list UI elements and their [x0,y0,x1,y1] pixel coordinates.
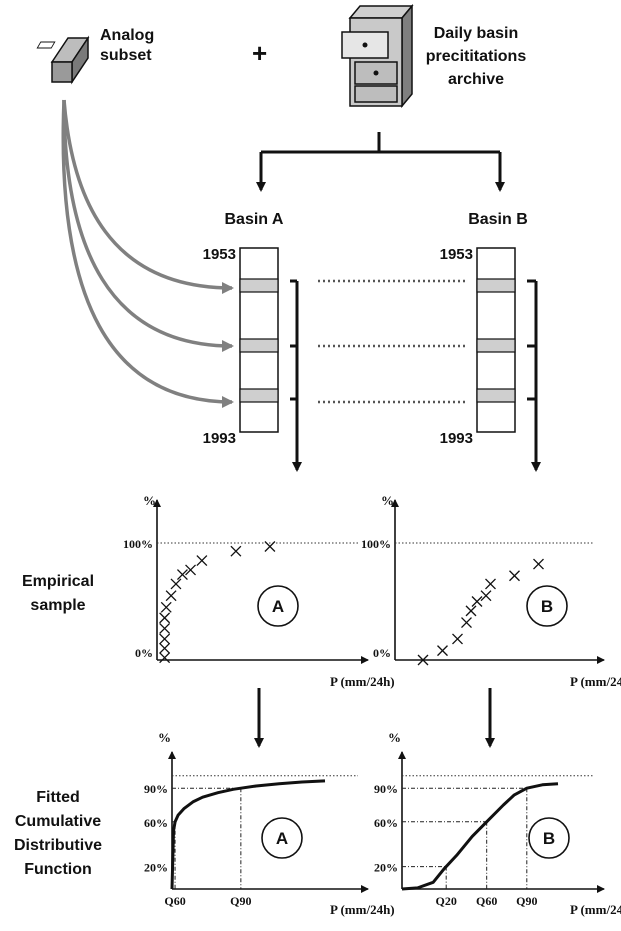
ytick-label-100: 100% [123,537,153,551]
data-point-3 [453,634,463,644]
chart-panels: % P (mm/24h) 100% 0% A% P (mm/24h) 100% 0% B% P (… [123,493,621,917]
xtick-label-Q90: Q90 [230,894,251,908]
ytick-label-90: 90% [144,782,168,796]
data-point-8 [486,579,496,589]
data-point-12 [231,546,241,556]
basin-a-band-3 [240,389,278,402]
xtick-label-Q60: Q60 [476,894,497,908]
basin-b-year-start: 1953 [440,246,473,263]
basin-a-title: Basin A [225,211,284,228]
archive-label-line1: Daily basin [434,25,518,42]
row-label-fitted-line4: Function [24,861,92,878]
chart-panel-1: % P (mm/24h) 100% 0% A [123,493,395,689]
chart-panel-4: % P (mm/24h) 20% 60% 90% Q20 Q60 Q90 B [374,730,621,917]
basin-b-record-column [477,248,515,432]
plus-sign: + [252,38,267,68]
archive-cabinet-icon [342,6,412,106]
ytick-label-0: 0% [135,646,153,660]
x-axis-label: P (mm/24h) [330,674,395,689]
data-point-9 [510,571,520,581]
ytick-label-60: 60% [374,816,398,830]
panel-circle-label: A [272,597,284,616]
split-connector [261,132,500,190]
data-point-3 [160,634,170,644]
data-point-5 [466,606,476,616]
archive-label-line3: archive [448,71,504,88]
archive-label-line2: precititations [426,48,527,65]
chart-panel-2: % P (mm/24h) 100% 0% B [361,493,621,689]
data-point-11 [197,556,207,566]
data-point-10 [534,559,544,569]
xtick-label-Q60: Q60 [164,894,185,908]
panel-circle-label: B [543,829,555,848]
data-point-7 [481,591,491,601]
row-label-fitted-line1: Fitted [36,789,80,806]
basin-a-record-column [240,248,278,432]
row-transition-arrows [259,688,490,746]
xtick-label-Q20: Q20 [436,894,457,908]
row-label-empirical-line2: sample [30,597,85,614]
basin-b-bracket [527,281,536,470]
data-point-6 [472,597,482,607]
dotted-link-lines [318,281,468,402]
ytick-label-20: 20% [374,861,398,875]
x-axis-label: P (mm/24h) [570,674,621,689]
analog-label-line1: Analog [100,27,154,44]
basin-a-band-2 [240,339,278,352]
data-point-2 [160,643,170,653]
data-point-4 [160,623,170,633]
y-axis-label: % [143,493,156,508]
ytick-label-100: 100% [361,537,391,551]
row-label-fitted-line3: Distributive [14,837,102,854]
basin-a-year-end: 1993 [203,430,236,447]
basin-b-band-3 [477,389,515,402]
y-axis-label: % [158,730,171,745]
ytick-label-60: 60% [144,816,168,830]
x-axis-label: P (mm/24h) [570,902,621,917]
data-point-2 [438,646,448,656]
analog-subset-icon [37,38,88,82]
basin-a-bracket [290,281,297,470]
data-point-5 [160,613,170,623]
panel-circle-label: A [276,829,288,848]
y-axis-label: % [388,730,401,745]
row-label-empirical-line1: Empirical [22,573,94,590]
ytick-label-20: 20% [144,861,168,875]
ytick-label-90: 90% [374,782,398,796]
x-axis-label: P (mm/24h) [330,902,395,917]
data-point-1 [160,653,170,663]
analog-label-line2: subset [100,47,152,64]
data-point-4 [462,618,472,628]
row-label-fitted-line2: Cumulative [15,813,101,830]
data-point-6 [161,602,171,612]
xtick-label-Q90: Q90 [516,894,537,908]
basin-a-band-1 [240,279,278,292]
chart-panel-3: % P (mm/24h) 20% 60% 90% Q60 Q90 A [144,730,395,917]
ytick-label-0: 0% [373,646,391,660]
basin-b-year-end: 1993 [440,430,473,447]
basin-b-band-2 [477,339,515,352]
data-point-8 [171,579,181,589]
basin-b-title: Basin B [468,211,528,228]
data-point-7 [166,591,176,601]
y-axis-label: % [381,493,394,508]
basin-a-year-start: 1953 [203,246,236,263]
basin-b-band-1 [477,279,515,292]
panel-circle-label: B [541,597,553,616]
